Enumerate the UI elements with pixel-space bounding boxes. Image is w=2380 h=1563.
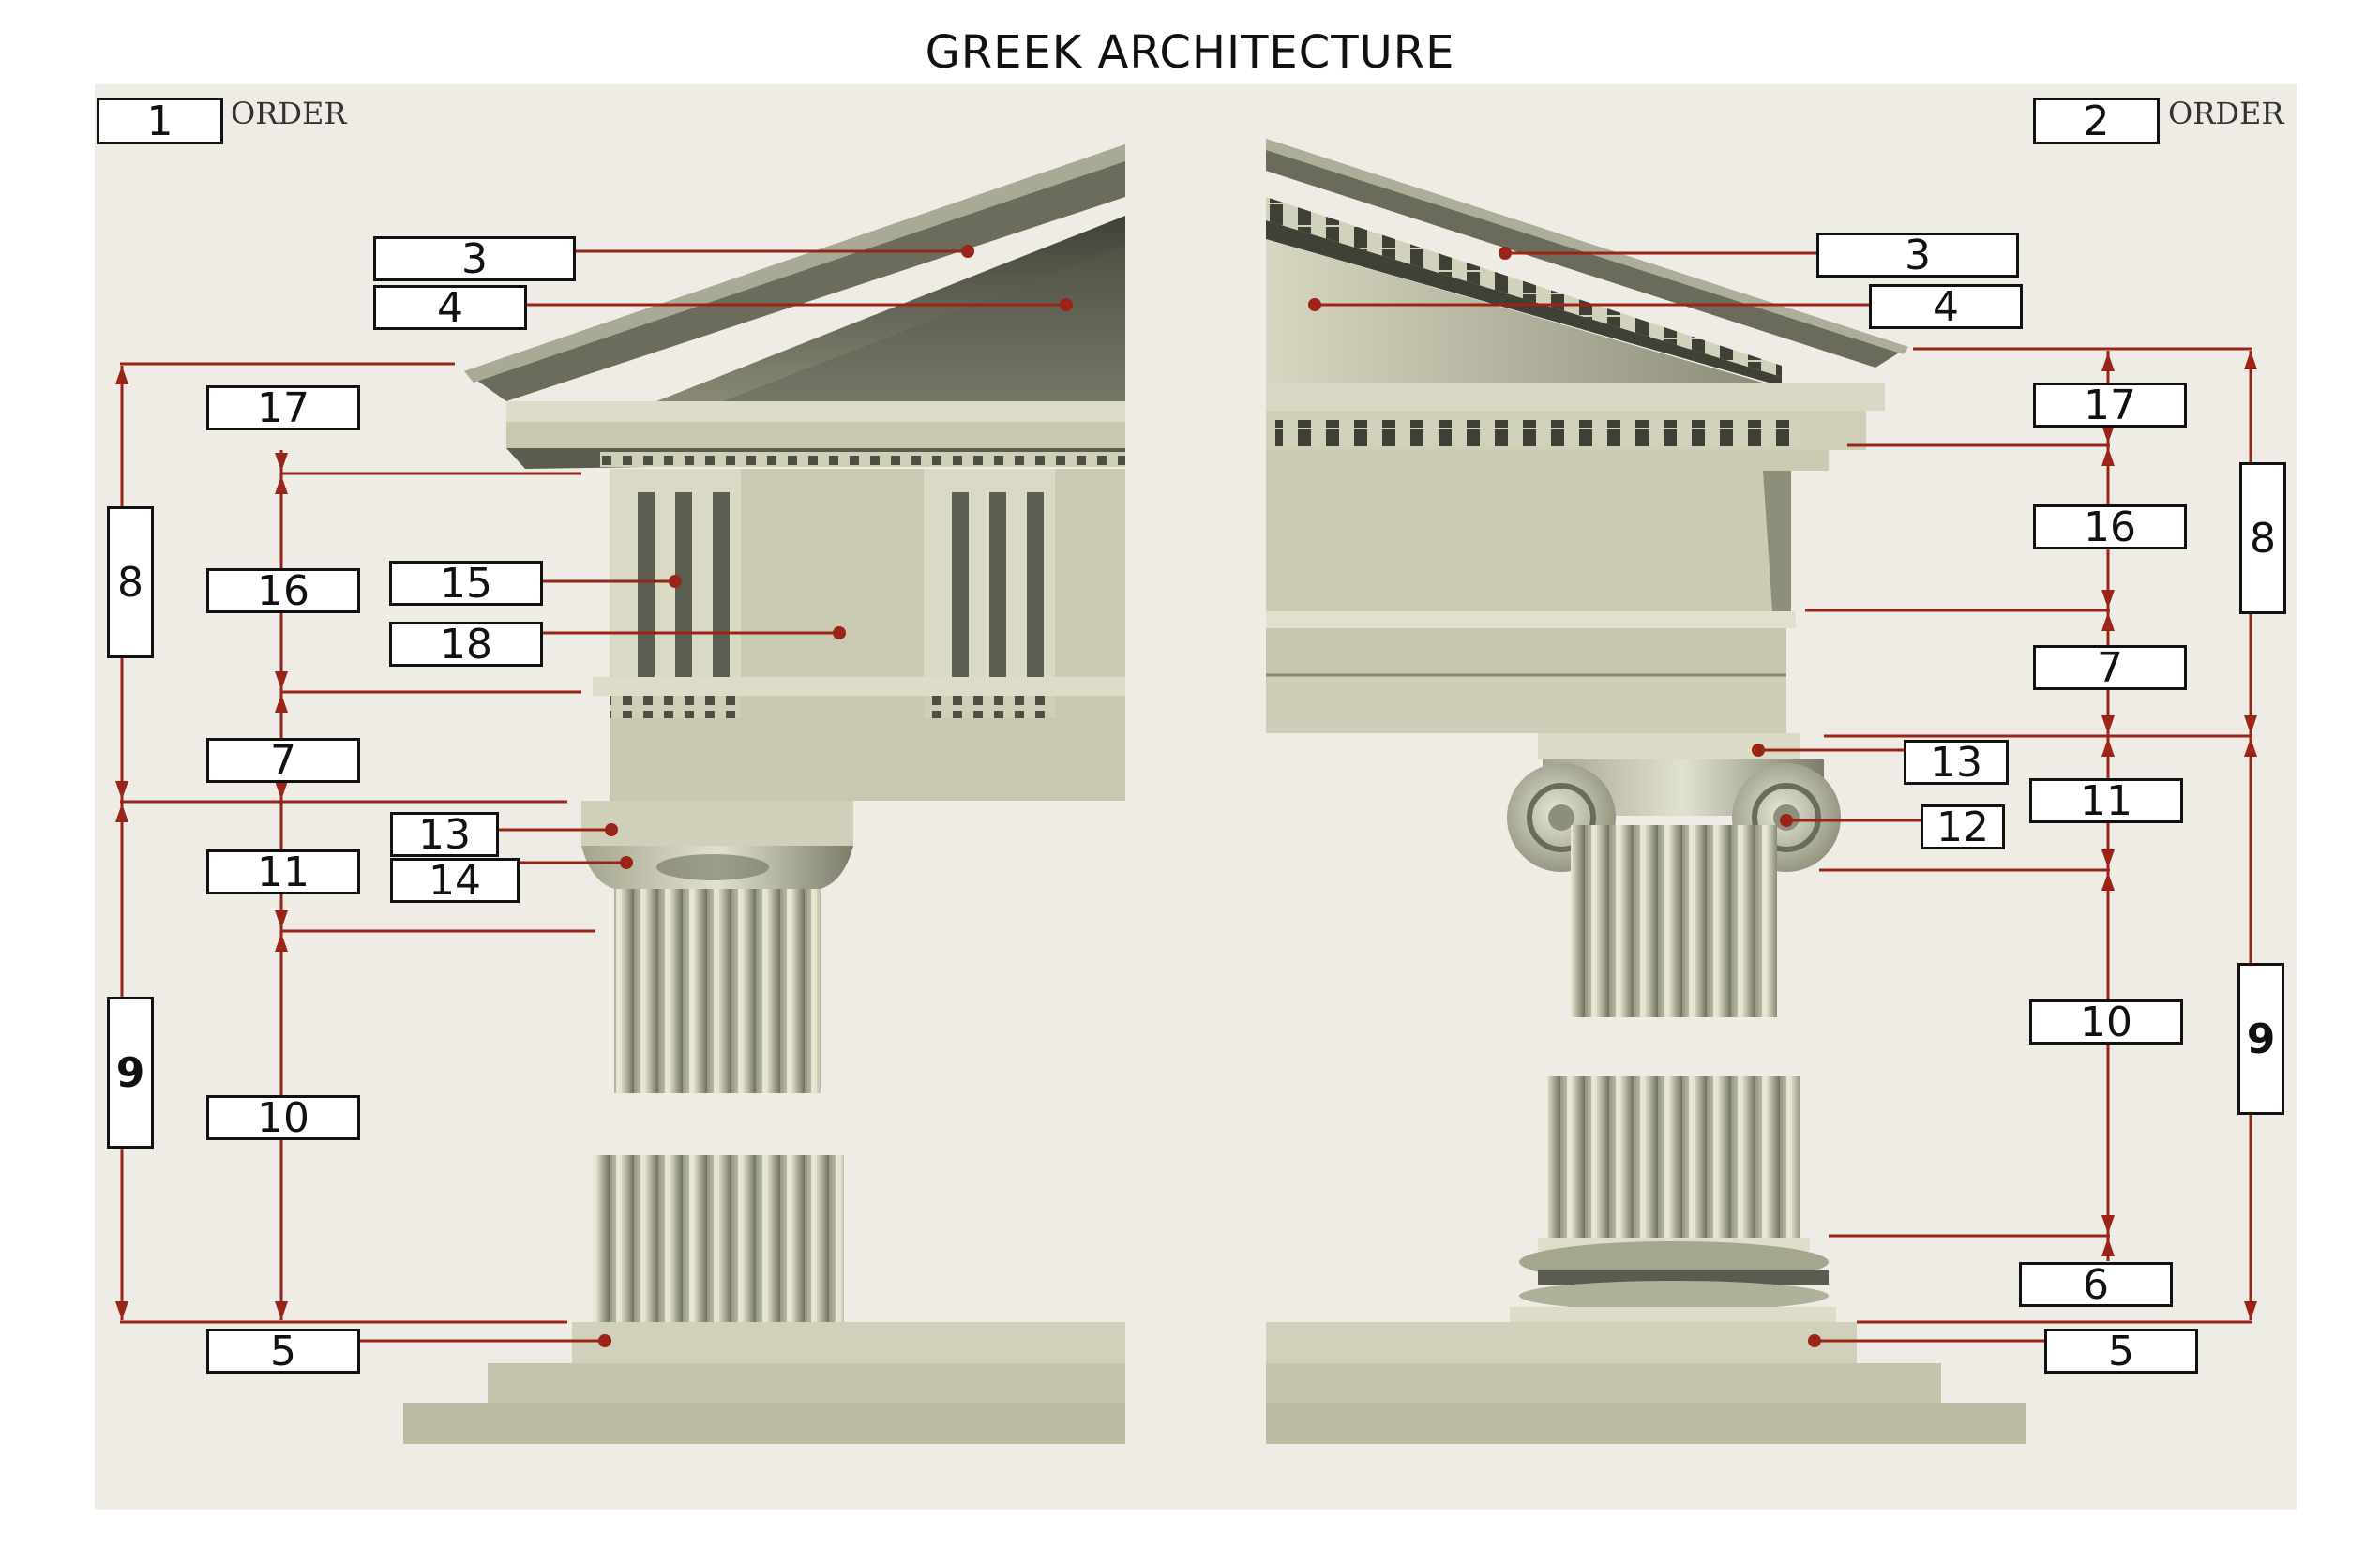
right-label-17[interactable]: 17 (2033, 382, 2187, 429)
page-title: GREEK ARCHITECTURE (925, 26, 1455, 79)
left-leader-dots (598, 245, 1073, 1347)
left-order-number-box[interactable]: 1 (97, 98, 223, 145)
right-leader-dots (1308, 247, 1821, 1347)
right-label-10[interactable]: 10 (2029, 999, 2183, 1046)
left-label-13[interactable]: 13 (390, 811, 499, 859)
right-order-word: ORDER (2168, 96, 2284, 131)
right-label-4[interactable]: 4 (1869, 283, 2023, 331)
left-label-4[interactable]: 4 (373, 284, 527, 332)
left-label-16[interactable]: 16 (206, 567, 360, 615)
left-arrowheads (115, 366, 288, 1320)
right-label-6[interactable]: 6 (2019, 1261, 2173, 1309)
right-label-5[interactable]: 5 (2044, 1328, 2198, 1375)
right-label-9[interactable]: 9 (2237, 963, 2284, 1115)
left-label-8[interactable]: 8 (107, 506, 154, 658)
left-label-15[interactable]: 15 (389, 560, 543, 608)
right-label-8[interactable]: 8 (2239, 462, 2286, 614)
right-arrowheads (2101, 351, 2257, 1320)
left-order-word: ORDER (231, 96, 347, 131)
left-label-9[interactable]: 9 (107, 997, 154, 1149)
right-order-number-box[interactable]: 2 (2033, 98, 2160, 145)
left-label-10[interactable]: 10 (206, 1094, 360, 1142)
right-label-13[interactable]: 13 (1904, 739, 2009, 787)
left-label-18[interactable]: 18 (389, 621, 543, 669)
right-label-7[interactable]: 7 (2033, 644, 2187, 692)
right-label-11[interactable]: 11 (2029, 777, 2183, 825)
left-label-11[interactable]: 11 (206, 849, 360, 896)
left-label-17[interactable]: 17 (206, 384, 360, 432)
left-label-5[interactable]: 5 (206, 1328, 360, 1375)
left-label-14[interactable]: 14 (390, 857, 520, 905)
left-label-7[interactable]: 7 (206, 737, 360, 785)
right-label-3[interactable]: 3 (1816, 232, 2019, 279)
left-label-3[interactable]: 3 (373, 235, 576, 283)
right-label-16[interactable]: 16 (2033, 503, 2187, 551)
right-label-12[interactable]: 12 (1921, 804, 2005, 851)
